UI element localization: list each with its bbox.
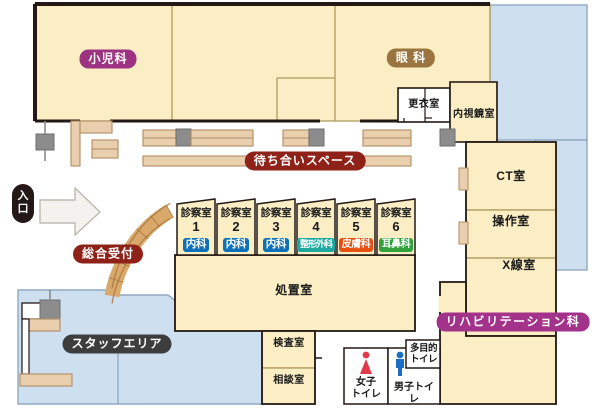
- accessible-toilet-label[interactable]: 多目的 トイレ: [408, 343, 439, 365]
- exam-room-4[interactable]: 診察室 4 整形外科: [292, 207, 340, 252]
- exam-room-4-title: 診察室: [300, 207, 332, 219]
- exam-room-5-number: 5: [352, 219, 360, 234]
- room-label-treatment-room: 処置室: [275, 283, 313, 297]
- waiting-benches: [142, 128, 456, 167]
- exam-room-2-number: 2: [232, 219, 240, 234]
- exam-room-3-title: 診察室: [260, 207, 292, 219]
- exam-room-5-title: 診察室: [340, 207, 372, 219]
- entrance-marker[interactable]: 入 口: [12, 184, 34, 223]
- exam-room-6-title: 診察室: [380, 207, 412, 219]
- exam-room-2-specialty: 内科: [222, 238, 250, 252]
- room-label-test-room: 検査室: [273, 338, 305, 349]
- exam-room-1-title: 診察室: [180, 207, 212, 219]
- zone-badge-main-reception[interactable]: 総合受付: [72, 244, 144, 264]
- female-figure-icon: [360, 351, 372, 374]
- exam-room-4-number: 4: [312, 219, 320, 234]
- accessible-toilet-line2: トイレ: [409, 354, 438, 365]
- exam-room-6[interactable]: 診察室 6 耳鼻科: [372, 207, 420, 252]
- exam-room-6-specialty: 耳鼻科: [378, 238, 414, 252]
- room-label-endoscopy-room: 内視鏡室: [453, 109, 495, 120]
- exam-room-2-title: 診察室: [220, 207, 252, 219]
- room-label-ct-room: CT室: [496, 169, 526, 183]
- exam-room-2[interactable]: 診察室 2 内科: [212, 207, 260, 252]
- womens-toilet-line2: トイレ: [351, 388, 381, 400]
- exam-room-5-specialty: 皮膚科: [338, 238, 374, 252]
- womens-toilet-label[interactable]: 女子 トイレ: [348, 377, 384, 400]
- entrance-label-line1: 入: [17, 190, 29, 202]
- room-label-changing-room: 更衣室: [408, 99, 440, 110]
- department-badge-rehabilitation[interactable]: リハビリテーション科: [436, 312, 590, 332]
- entrance-label-line2: 口: [17, 203, 29, 215]
- exam-room-3-specialty: 内科: [262, 238, 290, 252]
- exam-room-4-specialty: 整形外科: [296, 238, 335, 252]
- accessible-toilet-line1: 多目的: [409, 343, 438, 354]
- left-furniture: [19, 120, 119, 387]
- exam-room-6-number: 6: [392, 219, 400, 234]
- womens-toilet-line1: 女子: [356, 377, 376, 388]
- exam-room-1[interactable]: 診察室 1 内科: [172, 207, 220, 252]
- exam-room-3-number: 3: [272, 219, 280, 234]
- toilet-block: [343, 339, 441, 405]
- test-consult-block: [261, 330, 322, 405]
- room-label-operation-room: 操作室: [492, 214, 530, 228]
- male-figure-icon: [396, 351, 404, 376]
- exam-room-1-number: 1: [192, 219, 200, 234]
- mens-toilet-label[interactable]: 男子トイレ: [390, 382, 438, 405]
- mens-toilet-line1: 男子トイレ: [394, 382, 434, 405]
- zone-badge-waiting-space[interactable]: 待ち合いスペース: [244, 151, 366, 171]
- endoscopy-room-shape: [449, 81, 498, 143]
- department-badge-ophthalmology[interactable]: 眼 科: [386, 48, 436, 68]
- room-label-xray-room: X線室: [502, 258, 536, 272]
- exam-room-1-specialty: 内科: [182, 238, 210, 252]
- room-label-consultation-room: 相談室: [273, 375, 305, 386]
- zone-badge-staff-area[interactable]: スタッフエリア: [62, 334, 172, 354]
- exam-room-5[interactable]: 診察室 5 皮膚科: [332, 207, 380, 252]
- entrance-arrow-icon: [39, 186, 102, 237]
- department-badge-pediatrics[interactable]: 小児科: [79, 49, 137, 69]
- exam-room-3[interactable]: 診察室 3 内科: [252, 207, 300, 252]
